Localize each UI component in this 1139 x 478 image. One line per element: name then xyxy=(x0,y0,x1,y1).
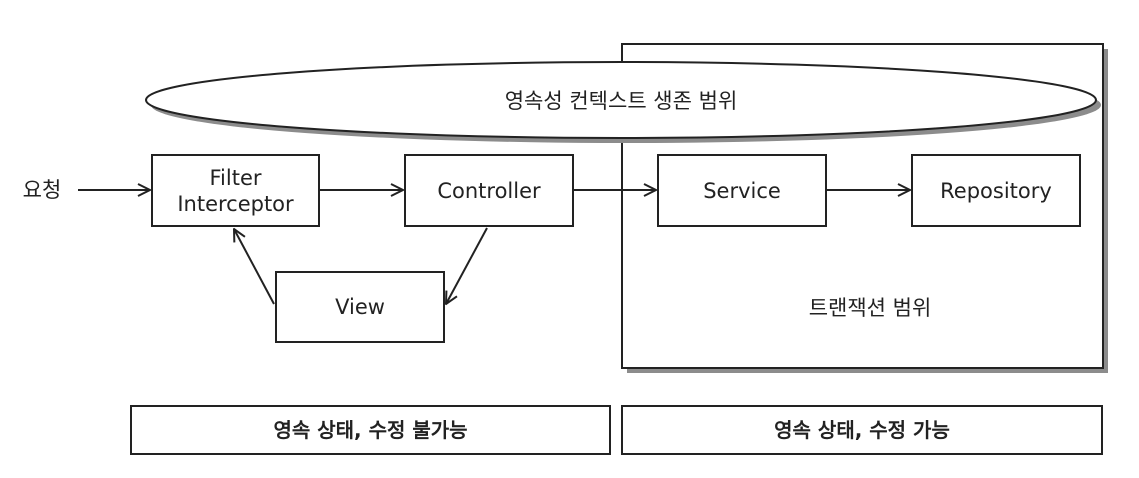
controller-label: Controller xyxy=(437,178,541,203)
arrow-view-to-filter xyxy=(234,229,275,305)
view-label: View xyxy=(335,295,385,319)
footer-right-label: 영속 상태, 수정 가능 xyxy=(774,418,950,442)
filter-interceptor-box xyxy=(151,154,320,227)
view-box xyxy=(275,271,445,343)
filter-label: Filter xyxy=(209,165,262,190)
repository-label: Repository xyxy=(940,178,1052,203)
footer-left-label: 영속 상태, 수정 불가능 xyxy=(273,418,468,442)
transaction-scope-label: 트랜잭션 범위 xyxy=(808,296,932,320)
controller-box xyxy=(404,154,574,227)
service-label: Service xyxy=(703,178,781,203)
footer-box-left xyxy=(130,405,611,455)
interceptor-label: Interceptor xyxy=(177,191,294,216)
arrow-controller-to-view xyxy=(446,227,488,304)
persistence-context-ellipse xyxy=(145,61,1097,139)
persistence-context-label: 영속성 컨텍스트 생존 범위 xyxy=(504,89,738,113)
footer-box-right xyxy=(621,405,1103,455)
service-box xyxy=(657,154,827,227)
request-label: 요청 xyxy=(22,178,62,202)
repository-box xyxy=(911,154,1081,227)
filter-interceptor-label: Filter Interceptor xyxy=(152,155,319,226)
